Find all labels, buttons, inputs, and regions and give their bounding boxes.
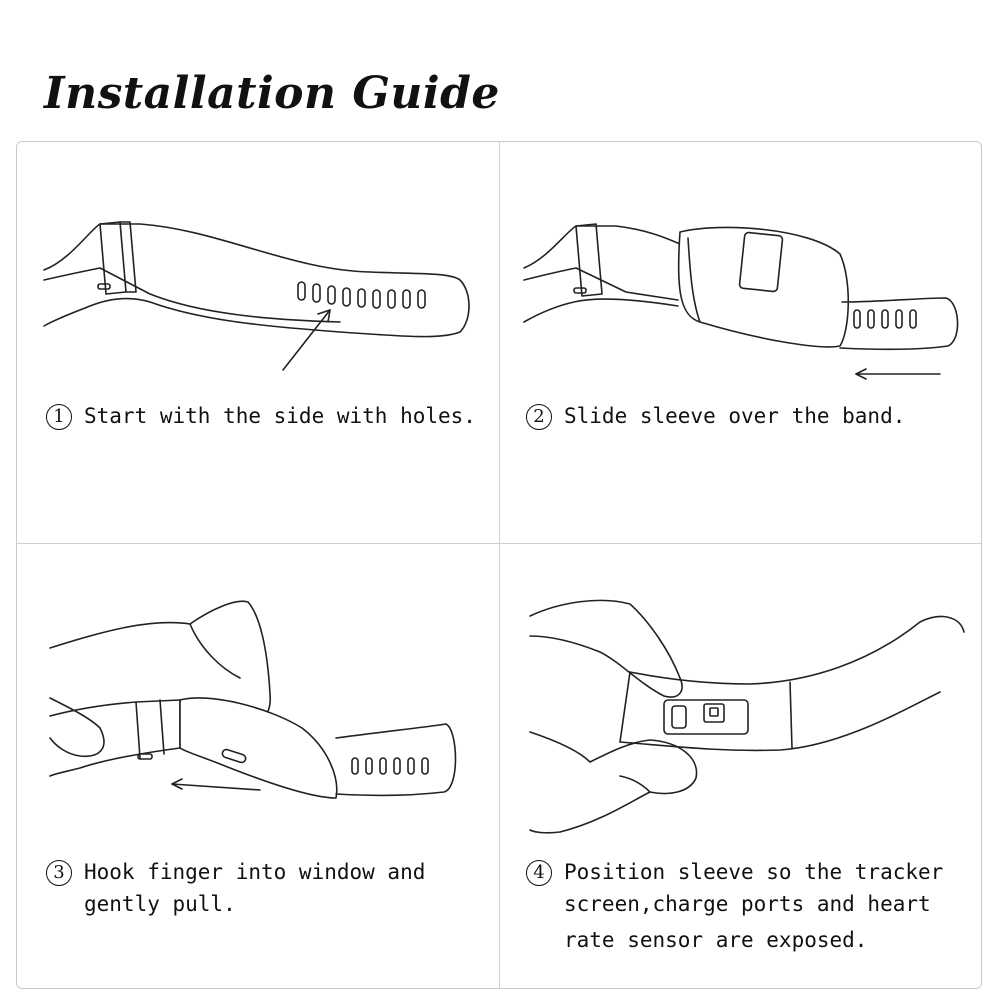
step-4-text-line-2: screen,charge ports and heart — [564, 892, 931, 916]
step-1-text: Start with the side with holes. — [84, 404, 476, 428]
page-title: Installation Guide — [44, 68, 500, 119]
sleeve-position-illustration — [520, 592, 970, 842]
step-2-text: Slide sleeve over the band. — [564, 404, 906, 428]
step-3-text-line-1: Hook finger into window and — [84, 860, 426, 884]
divider-horizontal — [16, 543, 982, 544]
step-4-text-line-1: Position sleeve so the tracker — [564, 860, 944, 884]
step-2-caption: 2 Slide sleeve over the band. — [526, 400, 905, 432]
step-3-number: 3 — [46, 860, 72, 886]
step-4-text-line-3: rate sensor are exposed. — [564, 928, 868, 952]
sleeve-slide-illustration — [520, 210, 970, 385]
step-4-caption: 4 Position sleeve so the tracker screen,c… — [526, 856, 943, 956]
step-1-number: 1 — [46, 404, 72, 430]
band-holes-illustration — [40, 210, 480, 380]
step-4-number: 4 — [526, 860, 552, 886]
step-3-caption: 3 Hook finger into window and gently pull… — [46, 856, 425, 920]
finger-hook-illustration — [40, 598, 480, 818]
step-2-number: 2 — [526, 404, 552, 430]
step-3-text-line-2: gently pull. — [84, 892, 236, 916]
step-1-caption: 1 Start with the side with holes. — [46, 400, 476, 432]
divider-vertical — [499, 141, 500, 989]
